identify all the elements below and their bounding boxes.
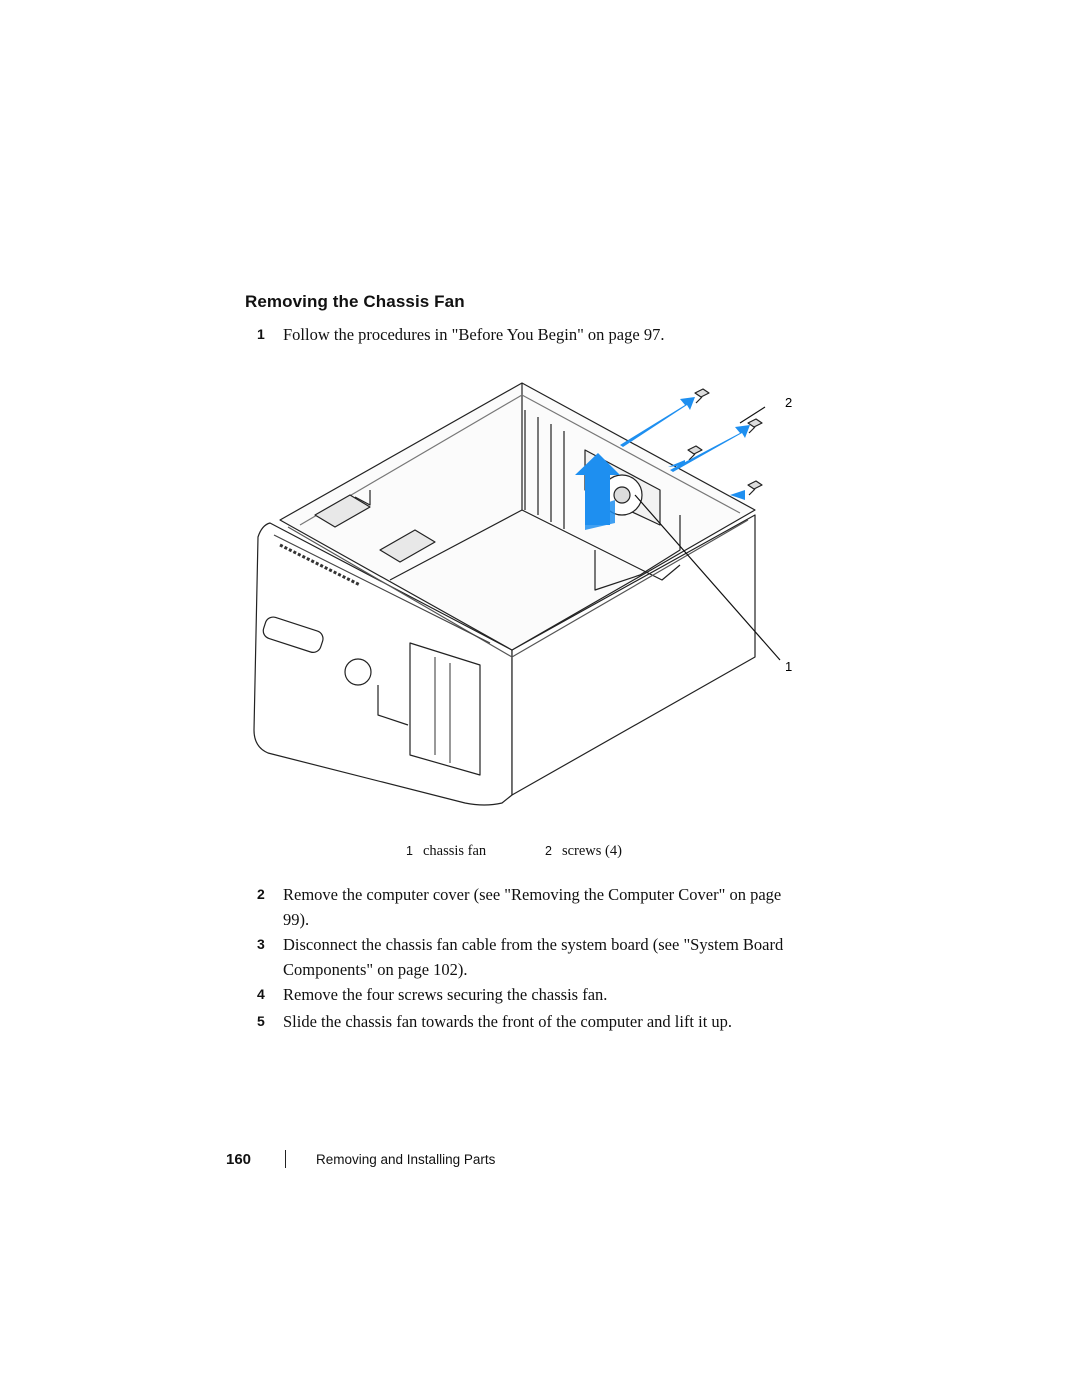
- chassis-fan-figure: 2 1: [253, 382, 792, 806]
- step-number: 5: [257, 1013, 265, 1029]
- step-2: 2 Remove the computer cover (see "Removi…: [257, 882, 797, 932]
- step-number: 4: [257, 986, 265, 1002]
- side-panel: [511, 514, 756, 796]
- step-text: Slide the chassis fan towards the front …: [283, 1012, 733, 1031]
- page-number: 160: [226, 1151, 252, 1168]
- legend-number: 2: [545, 844, 552, 858]
- screw-icons: [687, 388, 763, 496]
- inner-floor-edge: [389, 509, 523, 581]
- step-3: 3 Disconnect the chassis fan cable from …: [257, 932, 797, 982]
- callout-2: 2: [785, 395, 792, 410]
- step-text: Follow the procedures in "Before You Beg…: [283, 325, 665, 344]
- step-text: Remove the computer cover (see "Removing…: [283, 885, 782, 929]
- front-bezel: [253, 522, 513, 806]
- callout-1: 1: [785, 659, 792, 674]
- removal-arrows: [575, 397, 750, 530]
- step-text: Disconnect the chassis fan cable from th…: [283, 935, 784, 979]
- step-number: 2: [257, 886, 265, 902]
- power-button: [344, 658, 372, 686]
- section-heading: Removing the Chassis Fan: [245, 292, 465, 311]
- callout-leader-1: [634, 494, 781, 661]
- legend-item-2: 2 screws (4): [545, 843, 622, 860]
- step-text: Remove the four screws securing the chas…: [283, 985, 608, 1004]
- chassis-rim: [279, 382, 756, 651]
- legend-label: screws (4): [561, 843, 622, 859]
- footer-title: Removing and Installing Parts: [316, 1152, 496, 1167]
- legend-item-1: 1 chassis fan: [406, 843, 486, 860]
- legend-label: chassis fan: [422, 843, 487, 859]
- step-number: 1: [257, 326, 265, 342]
- step-4: 4 Remove the four screws securing the ch…: [257, 982, 797, 1007]
- inner-back-wall: [521, 383, 681, 581]
- step-1: 1 Follow the procedures in "Before You B…: [257, 322, 797, 347]
- step-5: 5 Slide the chassis fan towards the fron…: [257, 1009, 797, 1034]
- callout-leader-2: [739, 406, 766, 424]
- footer-divider: [285, 1150, 286, 1168]
- legend-number: 1: [406, 844, 413, 858]
- step-number: 3: [257, 936, 265, 952]
